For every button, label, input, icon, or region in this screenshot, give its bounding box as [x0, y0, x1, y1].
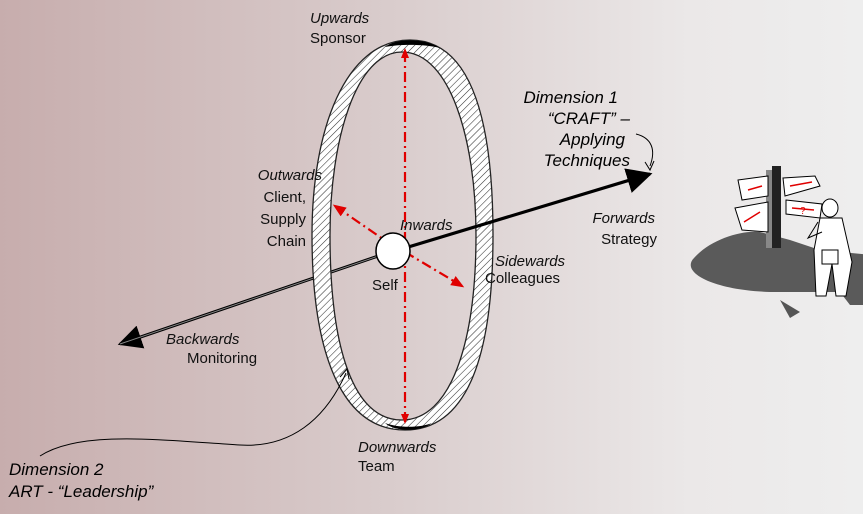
chain-label: Chain	[266, 233, 306, 250]
dimension1-applying: Applying	[559, 130, 625, 149]
outwards-red-axis	[332, 204, 394, 247]
backwards-label: Backwards	[166, 331, 240, 348]
downwards-red-arrowhead	[401, 414, 409, 424]
dimension1-pointer	[635, 133, 654, 167]
dimension1-craft: “CRAFT” –	[547, 109, 630, 128]
forwards-axis-arrow	[404, 168, 653, 250]
dimension2-leadership: ART - “Leadership”	[9, 482, 154, 501]
dimension2-pointer	[39, 372, 347, 457]
strategy-label: Strategy	[601, 231, 657, 248]
sponsor-label: Sponsor	[310, 30, 366, 47]
ring-top-shade	[385, 40, 440, 48]
downwards-label: Downwards	[358, 439, 437, 456]
outwards-label: Outwards	[257, 167, 322, 184]
dimension1-title: Dimension 1	[523, 88, 619, 107]
leadership-ring	[311, 39, 494, 431]
supply-label: Supply	[260, 211, 306, 228]
svg-text:?: ?	[800, 206, 806, 217]
sidewards-label: Sidewards	[495, 253, 566, 270]
dimension1-pointer-head	[644, 160, 655, 172]
self-label: Self	[372, 277, 398, 294]
colleagues-label: Colleagues	[485, 270, 561, 287]
ring-bottom-shade	[385, 423, 432, 430]
inwards-label: Inwards	[400, 217, 453, 234]
dimension1-techniques: Techniques	[543, 151, 630, 170]
sidewards-red-axis	[404, 251, 465, 288]
client-label: Client,	[263, 189, 306, 206]
dimension2-pointer-head	[339, 367, 350, 380]
monitoring-label: Monitoring	[187, 350, 258, 367]
dimension2-title: Dimension 2	[9, 460, 104, 479]
signpost-person-icon: ?	[690, 166, 863, 318]
axis-highlight	[119, 251, 391, 345]
team-label: Team	[358, 458, 395, 475]
upwards-label: Upwards	[310, 10, 370, 27]
forwards-label: Forwards	[592, 210, 655, 227]
self-circle	[375, 232, 411, 270]
upwards-red-arrowhead	[401, 48, 409, 58]
